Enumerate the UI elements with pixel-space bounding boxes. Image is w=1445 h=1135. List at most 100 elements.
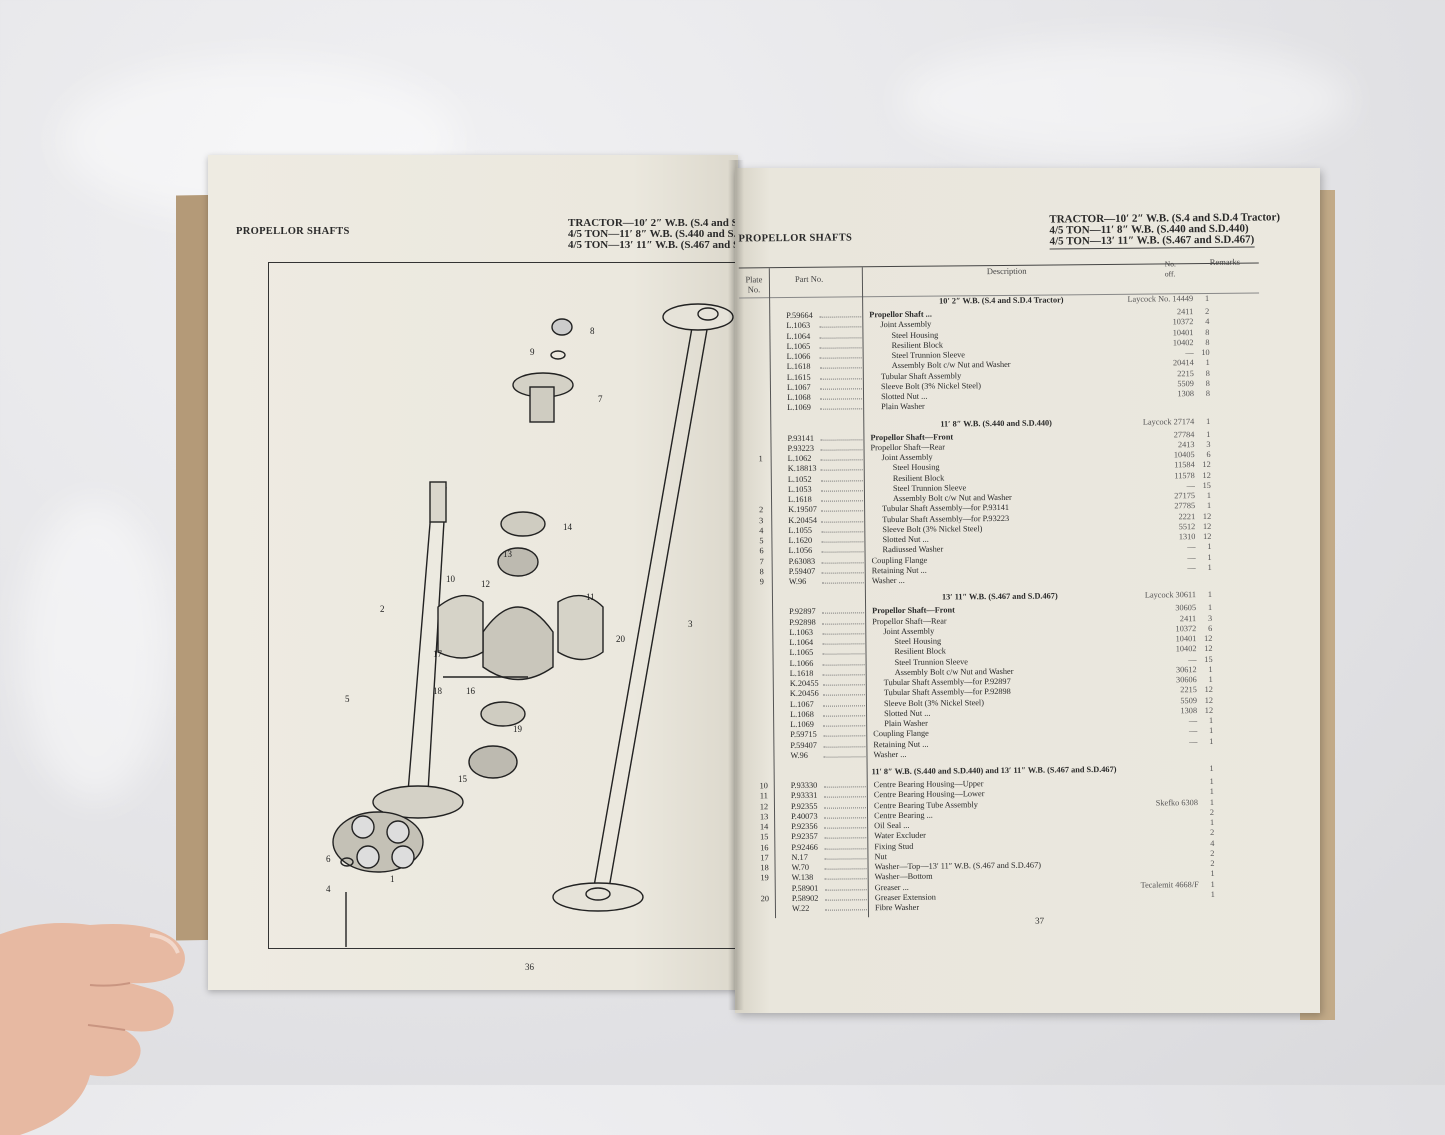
dot-leader [821,500,863,501]
section-qty: 1 [1200,764,1214,774]
dot-leader [819,316,861,317]
part-number: W.70 [792,863,810,873]
plate-number: 9 [742,577,782,588]
plate-number: 8 [742,567,782,578]
part-number: W.96 [789,577,807,587]
quantity: 2 [1200,828,1214,838]
reference-number [1075,900,1199,901]
dot-leader [819,337,861,338]
dot-leader [823,715,865,716]
reference-number [1074,828,1198,829]
description: Water Excluder [874,831,926,842]
dot-leader [821,521,863,522]
quantity: 4 [1200,838,1214,848]
description: Resilient Block [892,340,943,351]
quantity: 1 [1199,665,1213,675]
column-header-part: Part No. [795,274,823,284]
section-qty: 1 [1195,294,1209,304]
quantity: 1 [1198,563,1212,573]
part-number: L.1618 [787,362,811,372]
dot-leader [824,786,866,787]
quantity: 2 [1200,808,1214,818]
plate-number: 10 [744,781,784,792]
description: Radiussed Washer [882,545,943,556]
description: Steel Housing [891,330,938,341]
quantity: 3 [1196,440,1210,450]
dot-leader [820,398,862,399]
dot-leader [820,409,862,410]
dot-leader [825,889,867,890]
quantity: 12 [1198,644,1212,654]
dot-leader [824,807,866,808]
part-number: L.1064 [789,638,813,648]
quantity: 1 [1197,501,1211,511]
part-number: L.1052 [788,474,812,484]
dot-leader [823,664,865,665]
part-number: K.18813 [788,464,817,475]
part-number: P.92356 [791,822,818,833]
dot-leader [820,378,862,379]
part-number: P.59407 [790,740,817,751]
quantity: 8 [1196,389,1210,399]
quantity: 1 [1198,603,1212,613]
section-title: 11′ 8″ W.B. (S.440 and S.D.440) and 13′ … [872,765,1117,778]
quantity: 1 [1196,358,1210,368]
dot-leader [822,582,864,583]
description: Centre Bearing ... [874,810,933,821]
model-line: 4/5 TON—13′ 11″ W.B. (S.467 and S.D.467) [1050,234,1281,247]
plate-number: 12 [744,802,784,813]
description: Steel Trunnion Sleeve [893,483,966,494]
description: Steel Trunnion Sleeve [892,350,965,361]
plate-number: 5 [741,536,781,547]
part-number: N.17 [791,853,807,863]
plate-number: 13 [744,812,784,823]
dot-leader [823,725,865,726]
part-number: L.1068 [787,393,811,403]
part-number: P.93223 [787,444,814,455]
part-number: P.93331 [791,791,818,802]
part-number: W.96 [790,751,808,761]
quantity: 1 [1201,869,1215,879]
description: Steel Trunnion Sleeve [895,657,968,668]
column-header-plate: Plate No. [742,274,766,294]
part-number: P.92355 [791,801,818,812]
plate-number: 20 [745,894,785,905]
plate-number: 6 [741,546,781,557]
quantity: 10 [1196,348,1210,358]
dot-leader [825,909,867,910]
section-title: 10′ 2″ W.B. (S.4 and S.D.4 Tractor) [939,295,1063,306]
dot-leader [819,327,861,328]
dot-leader [821,531,863,532]
quantity: 6 [1197,450,1211,460]
quantity: 1 [1199,736,1213,746]
quantity: 1 [1197,542,1211,552]
description: Fibre Washer [875,903,919,914]
plate-number: 18 [745,863,785,874]
description: Retaining Nut ... [872,565,927,576]
description: Plain Washer [881,402,925,413]
description: Joint Assembly [883,626,934,637]
quantity: 15 [1199,654,1213,664]
description: Coupling Flange [873,729,929,740]
dot-leader [824,848,866,849]
dot-leader [822,623,864,624]
quantity: 1 [1199,675,1213,685]
part-number: P.93141 [787,433,814,444]
part-number: L.1618 [790,669,814,679]
description: Steel Housing [894,637,941,648]
quantity: 4 [1195,317,1209,327]
part-number: P.59407 [789,567,816,578]
plate-number: 7 [742,557,782,568]
description: Oil Seal ... [874,821,909,832]
quantity: 12 [1197,522,1211,532]
part-number: L.1069 [790,720,814,730]
dot-leader [821,490,863,491]
dot-leader [821,480,863,481]
description: Steel Housing [893,463,940,474]
quantity: 1 [1201,890,1215,900]
quantity: 1 [1197,491,1211,501]
quantity: 12 [1197,532,1211,542]
description: Plain Washer [884,719,928,730]
section-ref: Laycock 27174 [1070,417,1194,428]
dot-leader [825,899,867,900]
